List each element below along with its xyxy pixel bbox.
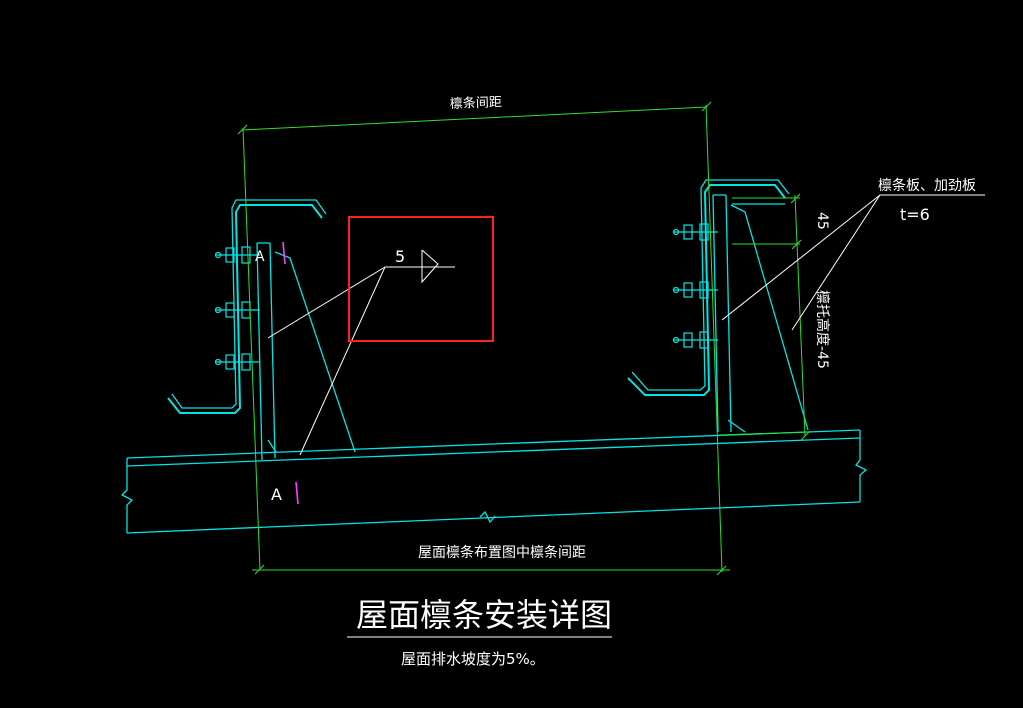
bottom-dimension-label: 屋面檩条布置图中檩条间距 (418, 544, 586, 561)
left-bolts (214, 246, 260, 371)
thickness-label: t=6 (900, 205, 930, 224)
weld-leaders (267, 249, 455, 456)
bottom-dimension (252, 564, 730, 576)
section-mark-line-top (282, 241, 286, 265)
vertical-dim-45-label: 45 (814, 212, 830, 230)
vertical-dim-height-label: 檩托高度-45 (814, 290, 831, 369)
right-purlin-support (627, 179, 809, 433)
bolt-icon (214, 353, 260, 371)
highlight-box (348, 216, 494, 342)
right-callout-label: 檩条板、加劲板 (878, 177, 976, 194)
right-callout-leaders (721, 194, 985, 331)
bolt-icon (672, 223, 718, 241)
roof-beam (120, 429, 868, 534)
weld-size-label: 5 (395, 247, 405, 266)
section-mark-bottom-label: A (271, 485, 282, 504)
bolt-icon (672, 331, 718, 349)
bolt-icon (672, 281, 718, 299)
right-bolts (672, 223, 718, 349)
bolt-icon (214, 246, 260, 264)
left-purlin-support (167, 199, 356, 461)
bolt-icon (214, 301, 260, 319)
top-dimension (237, 101, 723, 573)
drawing-title: 屋面檩条安装详图 (356, 596, 612, 634)
top-dimension-label: 檩条间距 (450, 94, 503, 112)
vertical-dimension (719, 193, 811, 441)
section-mark-top-label: A (255, 249, 265, 265)
drawing-subtitle: 屋面排水坡度为5%。 (401, 650, 545, 668)
section-mark-line-bottom (295, 481, 299, 505)
